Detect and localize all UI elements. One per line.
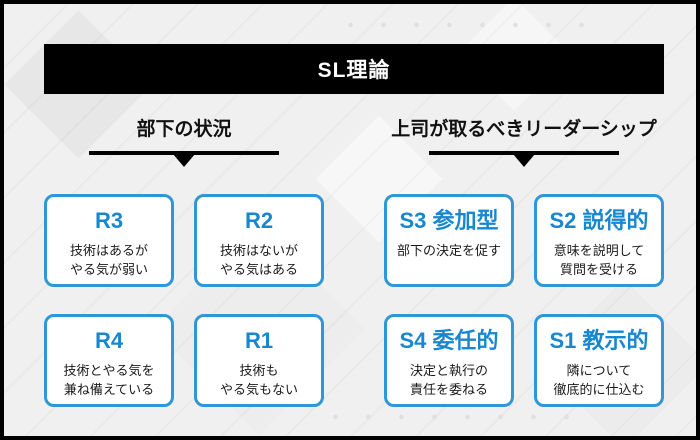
card-r4: R4 技術とやる気を 兼ね備えている	[44, 314, 174, 407]
card-r4-title: R4	[94, 328, 124, 353]
card-s4-desc: 決定と執行の 責任を委ねる	[409, 362, 488, 398]
card-r2-title: R2	[244, 208, 274, 233]
card-s3: S3 参加型 部下の決定を促す	[384, 194, 514, 287]
card-s4-title: S4 委任的	[399, 328, 499, 353]
card-s4: S4 委任的 決定と執行の 責任を委ねる	[384, 314, 514, 407]
card-r2-desc: 技術はないが やる気はある	[219, 242, 298, 278]
card-s1-desc: 隣について 徹底的に仕込む	[553, 362, 645, 398]
arrow-down-icon	[513, 154, 535, 167]
right-column-header: 上司が取るべきリーダーシップ	[374, 116, 674, 167]
right-header-underline	[429, 151, 619, 155]
card-s3-desc: 部下の決定を促す	[396, 242, 501, 258]
title-bar: SL理論	[44, 44, 664, 94]
card-r2: R2 技術はないが やる気はある	[194, 194, 324, 287]
card-s3-title: S3 参加型	[399, 208, 499, 233]
subordinate-status-grid: R3 技術はあるが やる気が弱い R2 技術はないが やる気はある R4 技術と…	[44, 194, 324, 407]
right-header-label: 上司が取るべきリーダーシップ	[391, 119, 657, 140]
bg-dot-grid	[334, 10, 584, 46]
bg-dot-grid	[319, 402, 574, 436]
card-s2: S2 説得的 意味を説明して 質問を受ける	[534, 194, 664, 287]
diagram-title: SL理論	[317, 59, 391, 82]
card-r4-desc: 技術とやる気を 兼ね備えている	[63, 362, 155, 398]
card-s1: S1 教示的 隣について 徹底的に仕込む	[534, 314, 664, 407]
left-header-underline	[89, 151, 279, 155]
card-s2-desc: 意味を説明して 質問を受ける	[553, 242, 645, 278]
arrow-down-icon	[173, 154, 195, 167]
leadership-style-grid: S3 参加型 部下の決定を促す S2 説得的 意味を説明して 質問を受ける S4…	[384, 194, 664, 407]
card-r1: R1 技術も やる気もない	[194, 314, 324, 407]
card-r3-desc: 技術はあるが やる気が弱い	[69, 242, 148, 278]
card-r1-title: R1	[244, 328, 274, 353]
card-s2-title: S2 説得的	[549, 208, 649, 233]
card-r1-desc: 技術も やる気もない	[219, 362, 298, 398]
left-header-label: 部下の状況	[136, 119, 232, 140]
card-s1-title: S1 教示的	[549, 328, 649, 353]
card-r3-title: R3	[94, 208, 124, 233]
card-r3: R3 技術はあるが やる気が弱い	[44, 194, 174, 287]
left-column-header: 部下の状況	[34, 116, 334, 167]
